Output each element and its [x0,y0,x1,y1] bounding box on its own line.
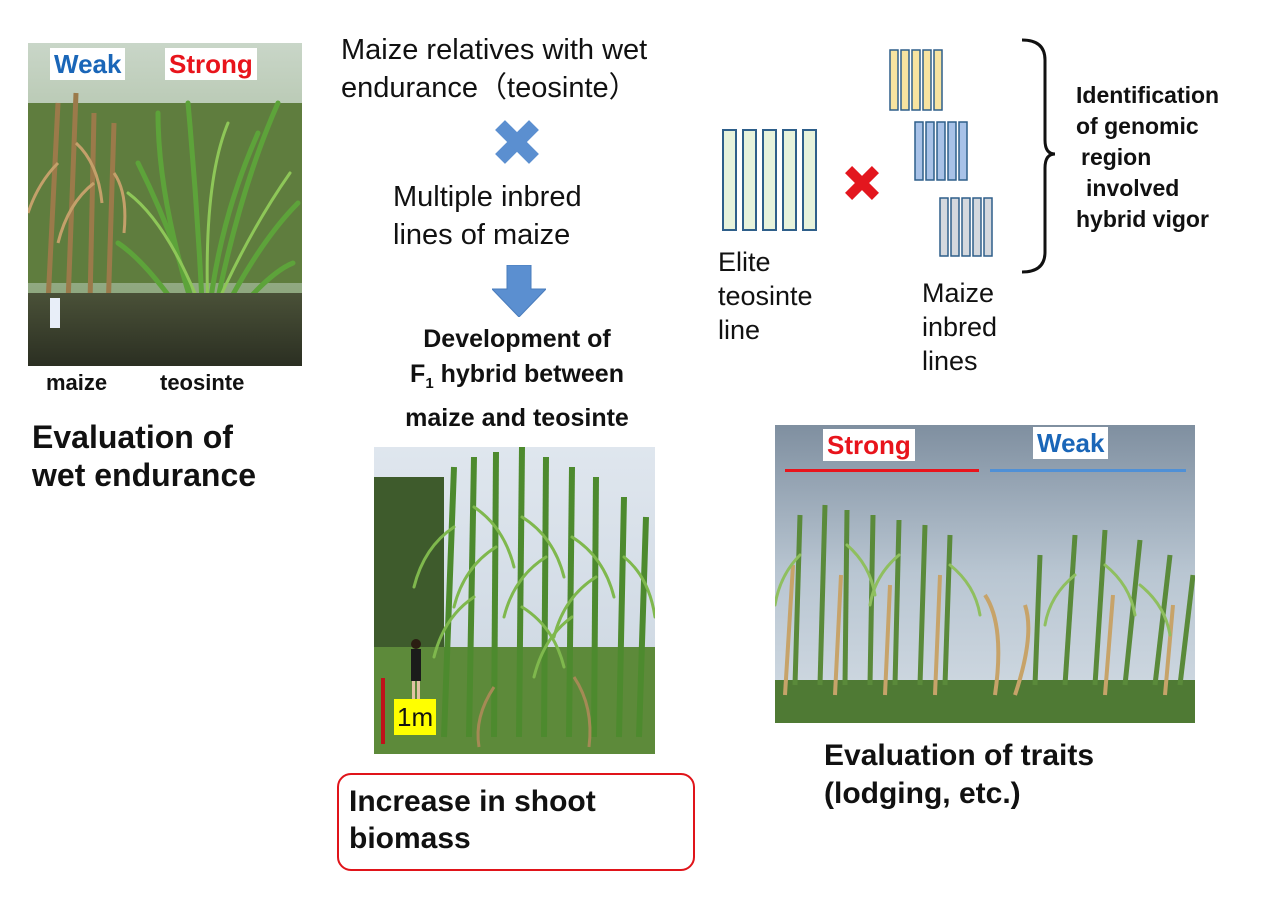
strong-underline [785,469,979,472]
f1-hybrid-photo-art [374,447,655,754]
elite-teosinte-label-line: teosinte [718,281,813,311]
relatives-text-line: Maize relatives with wet [341,34,648,66]
cross-icon [495,120,539,164]
weak-tag: Weak [50,48,126,80]
development-text: Development of F1 hybrid between maize a… [352,322,682,436]
hybrid-between: hybrid between [433,360,624,388]
arrow-down-icon [492,265,546,317]
weak-tag: Weak [1033,427,1109,459]
traits-title-line: Evaluation of traits [824,739,1095,772]
elite-teosinte-label: Elite teosinte line [718,245,813,347]
maize-gray-chromosomes [939,197,993,257]
elite-teosinte-label-line: line [718,315,761,345]
relatives-text-line: endurance（teosinte） [341,72,638,104]
identification-text-line: of genomic [1076,113,1199,139]
caption-maize: maize [46,370,108,395]
traits-title-line: (lodging, etc.) [824,777,1021,810]
maize-yellow-chromosomes [889,49,943,111]
bracket [1021,38,1056,274]
caption-teosinte: teosinte [160,370,245,395]
chromosome-diagram [722,38,1056,274]
biomass-box-line: biomass [349,822,471,855]
development-text-line1: Development of [423,325,611,353]
scale-label: 1m [394,699,437,735]
lodging-photo: Strong Weak [775,425,1195,723]
biomass-box-line: Increase in shoot [349,785,596,818]
inbred-lines-text: Multiple inbred lines of maize [393,178,582,254]
maize-blue-chromosomes [914,121,968,181]
strong-tag: Strong [823,429,915,461]
maize-inbred-label-line: inbred [922,312,998,342]
wet-endurance-title-line: Evaluation of [32,419,233,455]
f-subscript: 1 [425,375,434,392]
identification-text-line: hybrid vigor [1076,206,1209,232]
maize-inbred-label-line: lines [922,346,978,376]
identification-text: Identification of genomic region involve… [1076,80,1219,235]
development-text-line3: maize and teosinte [405,404,629,432]
elite-teosinte-label-line: Elite [718,247,771,277]
wet-endurance-title: Evaluation of wet endurance [32,418,256,494]
f-label: F [410,360,426,388]
lodging-photo-art [775,425,1195,723]
maize-inbred-label-line: Maize [922,278,995,308]
f1-hybrid-photo: 1m [374,447,655,754]
biomass-box: Increase in shoot biomass [337,773,695,871]
identification-text-line: involved [1086,175,1180,201]
identification-text-line: Identification [1076,82,1220,108]
weak-underline [990,469,1186,472]
development-text-line2: F1 hybrid between [352,357,682,401]
inbred-lines-text-line: Multiple inbred [393,181,582,213]
wet-endurance-photo: Weak Strong [28,43,302,366]
traits-title: Evaluation of traits (lodging, etc.) [824,737,1094,813]
maize-inbred-label: Maize inbred lines [922,276,997,378]
wet-endurance-title-line: wet endurance [32,457,257,493]
strong-tag: Strong [165,48,257,80]
inbred-lines-text-line: lines of maize [393,219,571,251]
wet-endurance-photo-art [28,43,302,366]
relatives-text: Maize relatives with wet endurance（teosi… [341,31,647,107]
identification-text-line: region [1081,144,1152,170]
red-cross-icon [845,166,879,200]
teosinte-chromosomes [722,129,817,231]
